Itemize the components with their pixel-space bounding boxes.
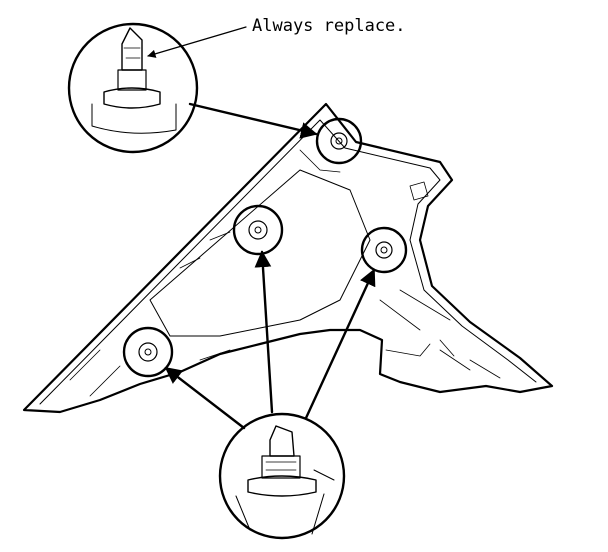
arrow-to-lower-left [164,366,246,430]
clip-detail-bottom [218,412,346,540]
clip-center [232,204,284,256]
trim-panel [22,102,554,414]
leader-arrows [147,26,376,430]
always-replace-label: Always replace. [252,16,406,36]
clip-right [360,226,408,274]
clip-upper-right [315,117,363,165]
arrow-to-center [254,250,274,414]
arrow-to-right [304,268,376,420]
clip-detail-top [67,22,199,154]
clip-lower-left [122,326,174,378]
arrow-top-detail-to-clip [188,102,318,139]
callout-leader [147,26,247,58]
